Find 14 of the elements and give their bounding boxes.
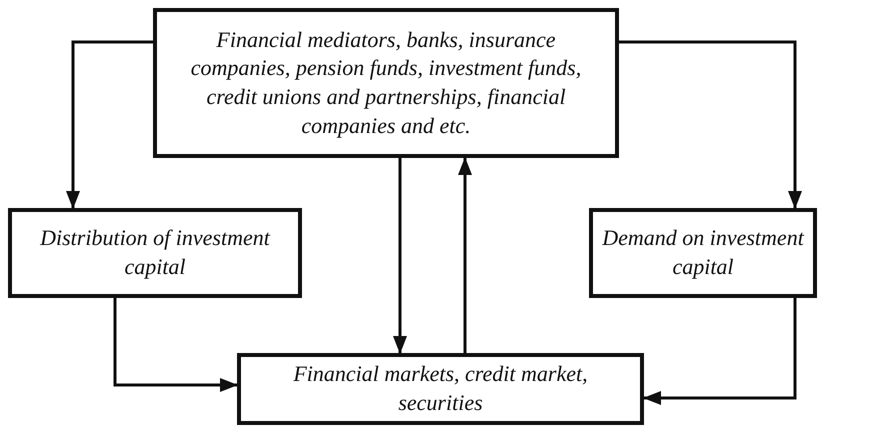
arrow [114,298,238,392]
text-box [237,353,644,425]
arrow [619,40,802,209]
arrow [393,158,407,354]
text-box [8,208,302,298]
box-text: Financial mediators, banks, insurance companies, pension funds, investment funds, credit unions and partnerships, financial companies and etc. [190,26,582,140]
arrow [458,157,472,353]
box-text: Financial markets, credit market, securities [292,360,589,417]
text-box [589,208,817,298]
text-box [153,8,619,158]
box-text: Demand on investment capital [601,224,805,281]
arrow [66,40,153,209]
arrow [643,298,796,405]
box-text: Distribution of investment capital [38,224,272,281]
